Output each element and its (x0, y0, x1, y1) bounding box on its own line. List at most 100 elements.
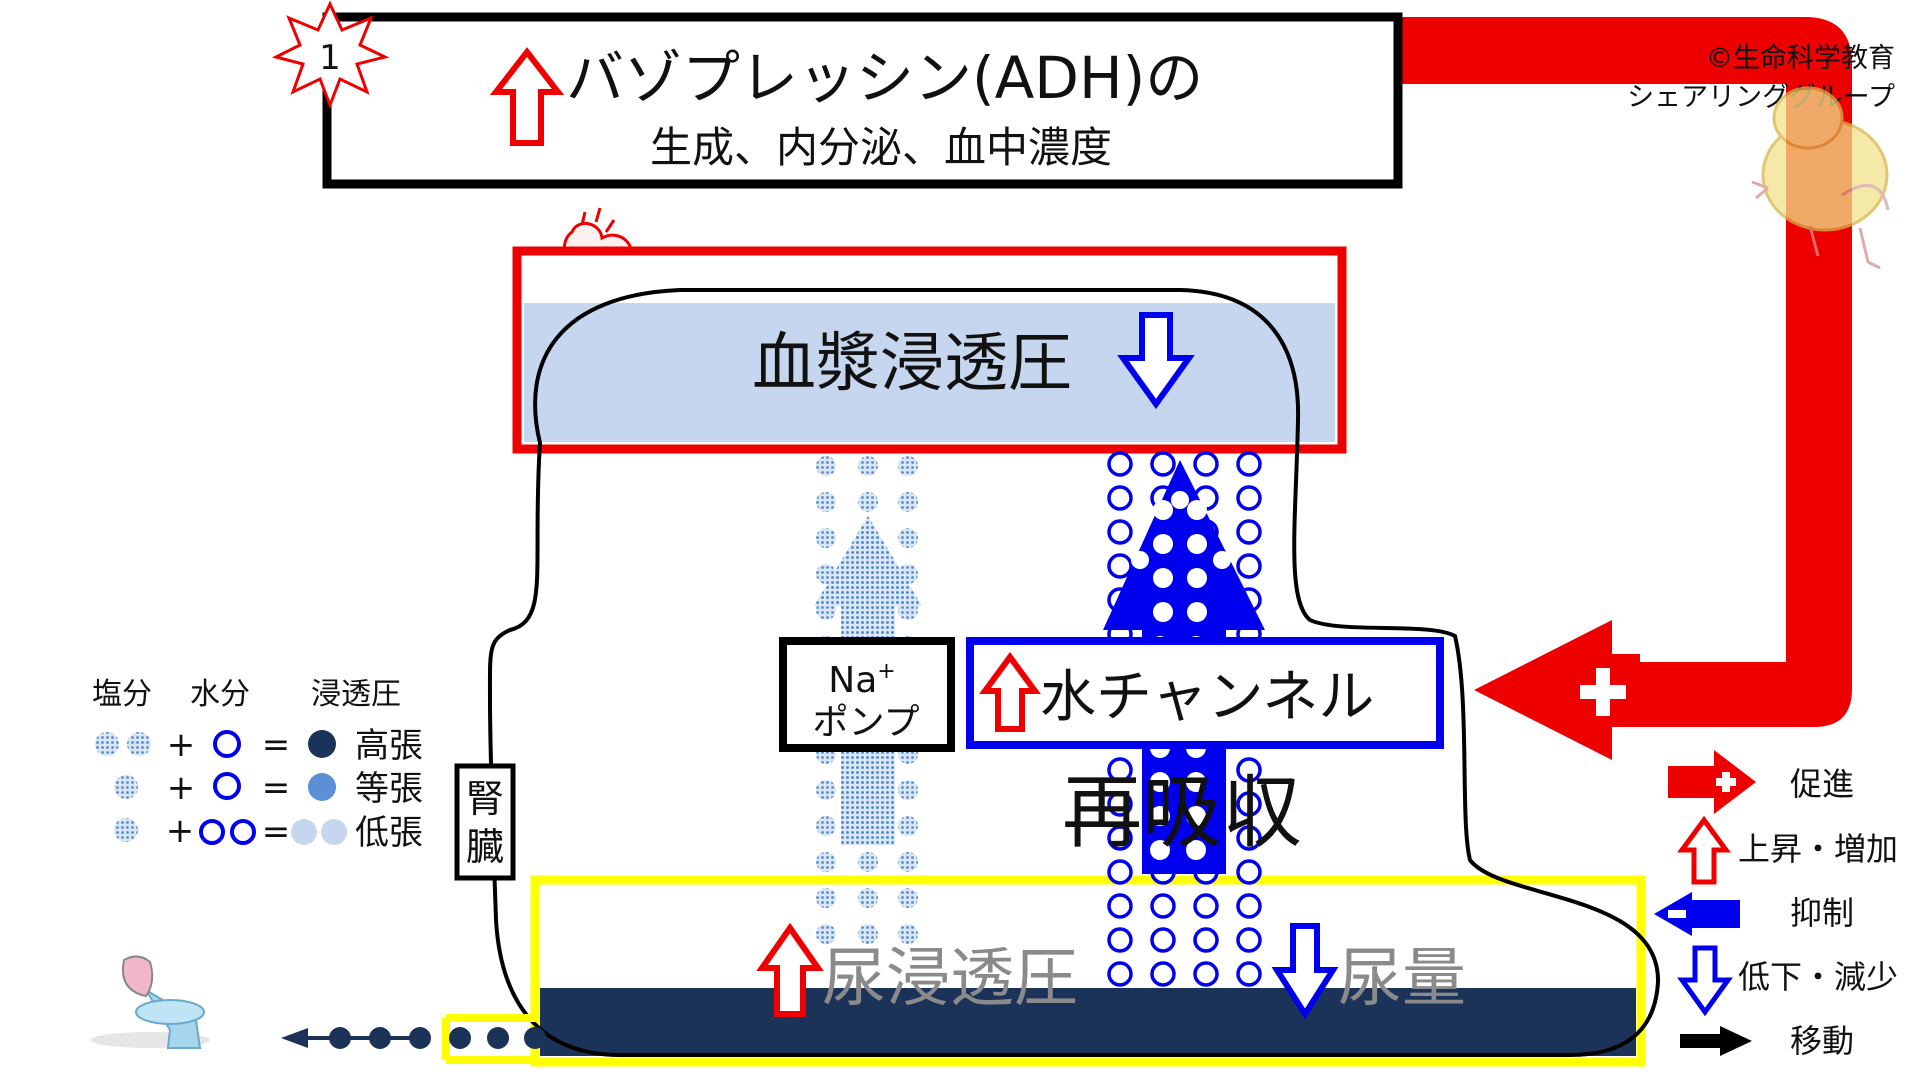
water-particle-in-arrow (1153, 500, 1173, 520)
reabsorption-label: 再吸収 (1062, 766, 1302, 859)
kidney-label-bottom: 臓 (466, 825, 504, 869)
water-particle-in-arrow (1150, 806, 1170, 826)
legend-water-header: 水分 (190, 677, 250, 712)
salt-particle (816, 816, 836, 836)
salt-particle (816, 492, 836, 512)
legend-inhibit-arrow-icon (1654, 892, 1740, 936)
na-pump-box (779, 637, 955, 752)
excretion-arrowhead-icon (281, 1028, 308, 1048)
water-particle-in-arrow (1150, 772, 1170, 792)
legend-plus-1: + (167, 725, 196, 765)
water-particle (1236, 485, 1262, 511)
adh-header-box (322, 12, 1403, 189)
water-particle (1107, 859, 1133, 885)
copyright-line1: ©生命科学教育 (1706, 43, 1895, 74)
salt-particle (858, 924, 878, 944)
urine-osmotic-increase-arrow-icon (756, 922, 824, 1017)
water-particle (1236, 927, 1262, 953)
legend-osmotic-header: 浸透圧 (311, 677, 401, 712)
salt-particle (898, 888, 918, 908)
water-particle (1193, 451, 1219, 477)
legend-equals-2: = (262, 768, 291, 808)
water-particle-in-arrow (1186, 772, 1206, 792)
water-particle-in-arrow (1150, 840, 1170, 860)
water-particle-in-arrow (1153, 568, 1173, 588)
water-particle (1107, 825, 1133, 851)
na-sup-label: + (877, 659, 895, 684)
water-particle (1193, 927, 1219, 953)
copyright-line2: シェアリンググループ (1627, 82, 1895, 113)
water-particle (1107, 961, 1133, 987)
legend-equals-3: = (262, 812, 291, 852)
water-particle-in-arrow (1213, 551, 1231, 569)
legend-decrease-arrow-icon (1677, 945, 1733, 1017)
legend-equals-1: = (262, 725, 291, 765)
na-label: Na (828, 660, 877, 701)
plasma-fill (524, 303, 1335, 442)
water-channel-label: 水チャンネル (1040, 665, 1374, 730)
salt-particle (898, 492, 918, 512)
water-particle-in-arrow (1131, 551, 1149, 569)
water-particle (1107, 451, 1133, 477)
legend-hypotonic: 低張 (355, 813, 423, 853)
legend-isotonic: 等張 (355, 769, 423, 809)
urine-dark-fill (540, 988, 1636, 1056)
legend-promote: 促進 (1790, 765, 1854, 803)
water-particle-in-arrow (1187, 500, 1207, 520)
excretion-flow (281, 1014, 546, 1064)
salt-particle (816, 456, 836, 476)
chick-mascot-icon (1751, 86, 1890, 270)
water-particle (1236, 961, 1262, 987)
urine-particle (369, 1027, 391, 1049)
salt-particle (898, 852, 918, 872)
plus-icon (1579, 665, 1635, 716)
water-particle (1150, 927, 1176, 953)
salt-particle (898, 528, 918, 548)
legend-move: 移動 (1790, 1022, 1854, 1060)
salt-particle (858, 852, 878, 872)
urine-particle (524, 1027, 546, 1049)
urine-volume-label: 尿量 (1338, 942, 1466, 1016)
salt-particle (816, 528, 836, 548)
adh-title: バゾプレッシン(ADH)の (566, 44, 1203, 112)
water-particle-in-arrow (1187, 568, 1207, 588)
water-channel-increase-arrow-icon (979, 651, 1041, 732)
water-particle (1150, 893, 1176, 919)
legend-promote-arrow-icon (1668, 750, 1756, 814)
legend-hypertonic: 高張 (355, 726, 423, 766)
legend-increase-arrow-icon (1677, 815, 1731, 885)
na-pump-label: Na+ (828, 659, 895, 701)
water-particle (1236, 451, 1262, 477)
step-starburst-icon: 1 (271, 0, 390, 110)
increase-arrow-icon (489, 47, 565, 146)
water-particle (1150, 451, 1176, 477)
legend-salt-header: 塩分 (92, 677, 152, 712)
water-channel-box (966, 637, 1444, 749)
water-particle (1107, 519, 1133, 545)
step-number: 1 (319, 38, 341, 78)
water-particle (1193, 961, 1219, 987)
osmolarity-legend: 塩分 水分 浸透圧 + = 高張 + = 等張 + = 低張 (92, 677, 423, 853)
salt-particle (858, 888, 878, 908)
legend-plus-3: + (166, 811, 195, 851)
plasma-osmotic-label: 血漿浸透圧 (752, 327, 1072, 401)
legend-move-arrow-icon (1680, 1026, 1752, 1056)
water-particle (1107, 757, 1133, 783)
salt-particle (816, 780, 836, 800)
kidney-outline (487, 288, 1661, 1057)
legend-inhibit: 抑制 (1790, 894, 1854, 932)
urine-particle (449, 1027, 471, 1049)
water-particle (1107, 927, 1133, 953)
water-particle (1107, 893, 1133, 919)
legend-plus-2: + (167, 768, 196, 808)
toilet-icon (90, 955, 210, 1049)
pump-label: ポンプ (813, 702, 920, 743)
salt-particle (858, 456, 878, 476)
water-particle (1193, 893, 1219, 919)
urine-particle (487, 1027, 509, 1049)
kidney-label-box (454, 763, 516, 881)
salt-particle (898, 456, 918, 476)
salt-particle (816, 924, 836, 944)
salt-particle (816, 888, 836, 908)
